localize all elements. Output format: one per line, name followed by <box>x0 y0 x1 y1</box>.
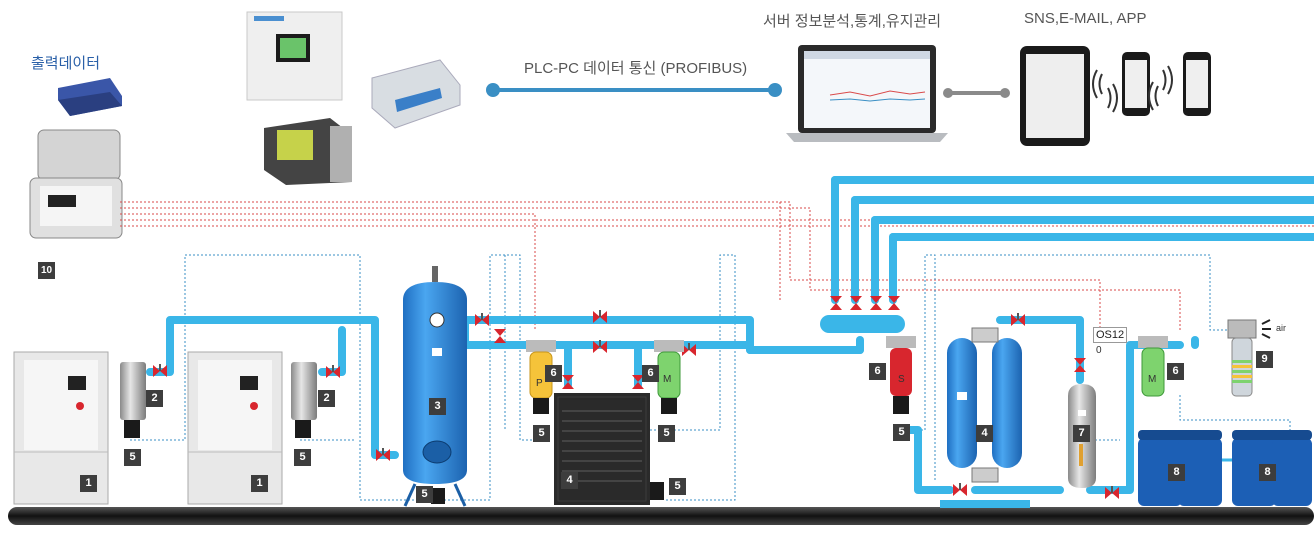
filter-m-right-letter: M <box>1148 374 1157 385</box>
badge-filter-unit-s: 6 <box>869 363 886 380</box>
server-label: 서버 정보분석,통계,유지관리 <box>763 13 942 30</box>
printer-image <box>58 78 122 116</box>
filter-b <box>291 362 317 438</box>
floor-line <box>8 507 1314 525</box>
phone-image <box>1122 52 1211 116</box>
badge-dryer-left: 4 <box>561 472 578 489</box>
compressor-2 <box>187 351 283 505</box>
air-sampler <box>1227 319 1271 397</box>
filter-s-letter: S <box>898 374 905 385</box>
water-tanks-left <box>1138 430 1222 506</box>
badge-filter-unit-right: 6 <box>1167 363 1184 380</box>
filter-m <box>654 340 684 414</box>
badge-drain-a: 5 <box>124 449 141 466</box>
badge-drain-b: 5 <box>294 449 311 466</box>
filter-m-letter: M <box>663 374 672 385</box>
filter-p: P <box>526 340 556 414</box>
badge-drain-p: 5 <box>533 425 550 442</box>
badge-drain-s: 5 <box>893 424 910 441</box>
desiccant-dryer <box>940 327 1030 508</box>
plc-pc-label: PLC-PC 데이터 통신 (PROFIBUS) <box>524 60 748 77</box>
laptop-image <box>786 45 948 142</box>
receiver-tank <box>403 266 467 507</box>
manifold <box>820 315 905 333</box>
air-label: air <box>1276 323 1287 333</box>
filter-p-letter: P <box>536 378 543 389</box>
filter-m-right <box>1138 336 1168 397</box>
badge-compressor-1: 1 <box>80 475 97 492</box>
data-logger-image <box>29 129 123 239</box>
smart-gateway-image <box>371 59 461 129</box>
badge-drain-dryer: 5 <box>669 478 686 495</box>
badge-drain-receiver: 5 <box>416 486 433 503</box>
signal-lines-red <box>120 201 1314 340</box>
badge-dryer-right: 4 <box>976 425 993 442</box>
os12-label: OS12 <box>1093 327 1128 343</box>
badge-filter-unit-m: 6 <box>642 365 659 382</box>
badge-tank-left: 8 <box>1168 464 1185 481</box>
badge-separator: 7 <box>1073 425 1090 442</box>
badge-drain-m: 5 <box>658 425 675 442</box>
output-data-label: 출력데이터 <box>31 55 101 72</box>
server-app-link <box>943 88 1010 98</box>
badge-filter-unit-p: 6 <box>545 365 562 382</box>
badge-filter-a: 2 <box>146 390 163 407</box>
badge-printer: 10 <box>38 262 55 279</box>
tablet-image <box>1020 46 1090 146</box>
sns-label: SNS,E-MAIL, APP <box>1024 10 1147 27</box>
wireless-icon <box>1092 65 1173 113</box>
badge-filter-b: 2 <box>318 390 335 407</box>
badge-sampler: 9 <box>1256 351 1273 368</box>
control-panel-image <box>246 11 343 101</box>
os12-value: 0 <box>1096 345 1102 356</box>
badge-compressor-2: 1 <box>251 475 268 492</box>
water-tanks-right <box>1232 430 1312 506</box>
filter-s <box>886 336 916 414</box>
filter-a <box>120 362 146 438</box>
profibus-line <box>486 83 782 97</box>
badge-tank-right: 8 <box>1259 464 1276 481</box>
hmi-panel-image <box>264 118 352 185</box>
badge-receiver: 3 <box>429 398 446 415</box>
